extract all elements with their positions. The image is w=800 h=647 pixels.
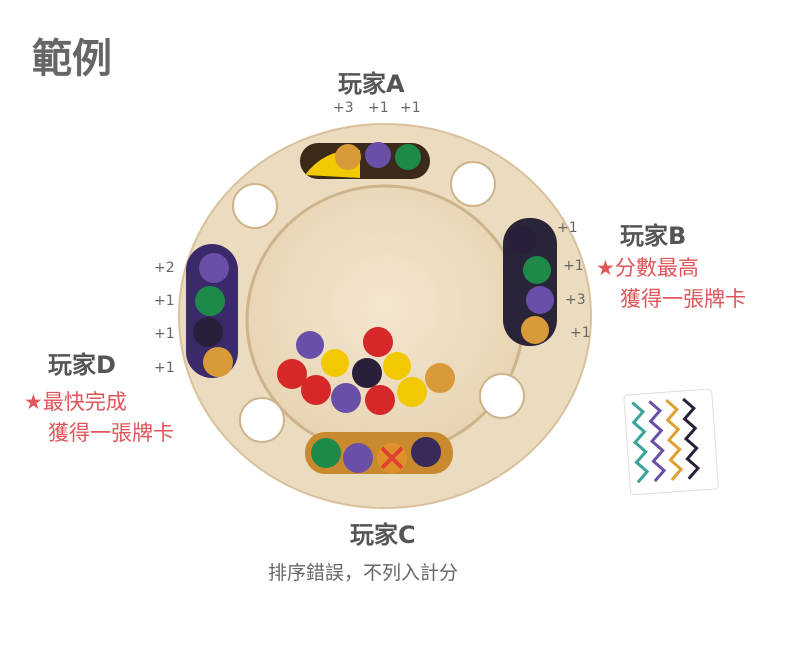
player-d-label: 玩家D (48, 351, 116, 379)
player-a-point: +1 (400, 100, 421, 116)
star-icon: ★ (596, 256, 615, 280)
player-b-point: +1 (570, 325, 591, 341)
ball (335, 144, 361, 170)
page-title: 範例 (32, 36, 112, 82)
card-zigzag (648, 400, 667, 483)
ball (365, 385, 395, 415)
player-b-label: 玩家B (620, 222, 687, 250)
balls-player-a (335, 142, 421, 170)
ball (526, 286, 554, 314)
ball (311, 438, 341, 468)
wrong-order-x-icon (380, 446, 404, 470)
ball (523, 256, 551, 284)
ball (365, 142, 391, 168)
player-a-point: +3 (333, 100, 354, 116)
player-d-note-line1: 最快完成 (42, 390, 127, 414)
player-d-point: +1 (154, 360, 175, 376)
player-a-point: +1 (368, 100, 389, 116)
player-b-note-line2: 獲得一張牌卡 (620, 287, 746, 311)
player-d-point: +2 (154, 260, 175, 276)
card-zigzag (631, 401, 650, 484)
ball (195, 286, 225, 316)
ball (193, 317, 223, 347)
player-a-label: 玩家A (338, 70, 405, 98)
board-hole (479, 373, 525, 419)
ball (277, 359, 307, 389)
ball (331, 383, 361, 413)
player-c-label: 玩家C (350, 521, 416, 549)
ball (397, 377, 427, 407)
player-d-note: ★最快完成 (24, 387, 127, 417)
ball (521, 316, 549, 344)
ball (425, 363, 455, 393)
balls-center-pile (277, 327, 455, 415)
player-b-point: +1 (563, 258, 584, 274)
player-d-point: +1 (154, 326, 175, 342)
ball (301, 375, 331, 405)
player-b-point: +3 (565, 292, 586, 308)
ball (383, 352, 411, 380)
card-zigzag (682, 397, 701, 480)
board-hole (239, 397, 285, 443)
balls-player-d (193, 253, 233, 377)
ball (296, 331, 324, 359)
ball (508, 226, 536, 254)
balls-player-b (508, 226, 554, 344)
player-c-note: 排序錯誤，不列入計分 (268, 562, 459, 584)
star-icon: ★ (24, 390, 43, 414)
player-b-note-line1: 分數最高 (614, 256, 699, 280)
player-d-point: +1 (154, 293, 175, 309)
board-hole (232, 183, 278, 229)
player-b-point: +1 (557, 220, 578, 236)
ball (363, 327, 393, 357)
ball (411, 437, 441, 467)
player-b-note: ★分數最高 (596, 253, 699, 283)
balls-player-c (311, 437, 441, 473)
ball (321, 349, 349, 377)
ball (395, 144, 421, 170)
pattern-card (623, 388, 719, 496)
player-d-note-line2: 獲得一張牌卡 (48, 421, 174, 445)
ball (203, 347, 233, 377)
ball (199, 253, 229, 283)
board-hole (450, 161, 496, 207)
ball (343, 443, 373, 473)
card-zigzag (665, 399, 684, 481)
ball (352, 358, 382, 388)
